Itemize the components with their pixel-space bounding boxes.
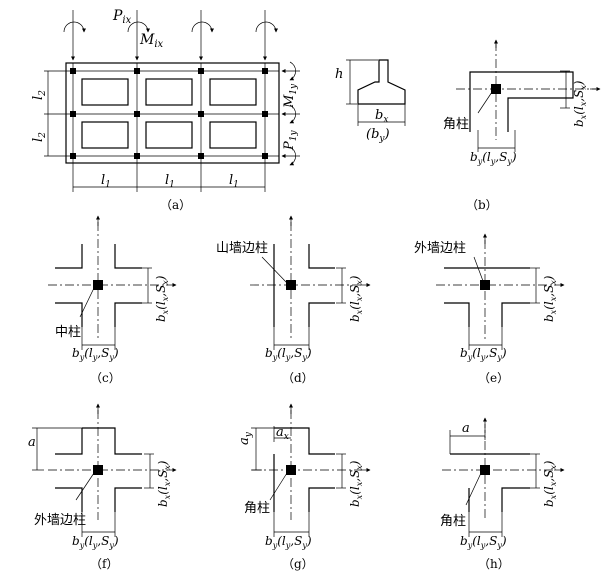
dim-bx-lx-sx: bx(lx,Sx) <box>154 275 170 322</box>
column-node <box>93 465 103 475</box>
caption-f: （f） <box>90 557 118 571</box>
dim-by-ly-sy: by(ly,Sy) <box>460 346 507 362</box>
label-exterior-column: 外墙边柱 <box>414 241 466 256</box>
dim-ax: ax <box>276 425 289 442</box>
corner-wall-outline <box>469 71 574 132</box>
label-M-ix: Mix <box>139 32 164 50</box>
corner-outline <box>273 427 335 512</box>
label-exterior-column: 外墙边柱 <box>34 513 86 528</box>
label-M-1y: M1y <box>282 83 299 109</box>
caption-a: （a） <box>160 198 191 212</box>
dim-a: a <box>462 421 470 436</box>
corner-outline <box>450 453 530 512</box>
dim-by-ly-sy: by(ly,Sy) <box>265 346 312 362</box>
panel-d: 山墙边柱 by(ly,Sy) bx(lx,Sx) （d） <box>216 215 371 385</box>
panel-b: h bx (by) 角柱 by(ly,Sy) bx(lx,Sx) （b） <box>335 39 601 212</box>
label-middle-column: 中柱 <box>55 325 81 340</box>
dim-by-ly-sy: by(ly,Sy) <box>470 150 517 166</box>
cross-outline <box>55 427 142 512</box>
label-P-1y: P1y <box>282 130 299 151</box>
dim-bx: bx <box>375 108 388 125</box>
dim-bx-lx-sx: bx(lx,Sx) <box>542 275 558 322</box>
cross-outline <box>55 244 142 327</box>
dim-by-ly-sy: by(ly,Sy) <box>72 534 119 550</box>
caption-h: （h） <box>478 557 510 571</box>
label-corner-column: 角柱 <box>440 514 466 529</box>
dim-l1: l1 <box>229 173 239 190</box>
opening <box>209 121 257 149</box>
opening <box>81 121 129 149</box>
label-gable-column: 山墙边柱 <box>216 241 268 256</box>
dim-ay: ay <box>237 431 254 445</box>
panel-e: 外墙边柱 by(ly,Sy) bx(lx,Sx) （e） <box>414 233 565 385</box>
label-P-ix: Pix <box>112 8 132 26</box>
caption-d: （d） <box>282 371 314 385</box>
column-node <box>93 280 103 290</box>
dim-bx-lx-sx: bx(lx,Sx) <box>572 80 588 127</box>
column-nodes <box>70 68 268 159</box>
column-node <box>286 280 296 290</box>
dim-bx-lx-sx: bx(lx,Sx) <box>348 460 364 507</box>
panel-f: 外墙边柱 a by(ly,Sy) bx(lx,Sx) （f） <box>28 403 177 571</box>
caption-e: （e） <box>478 371 509 385</box>
caption-b: （b） <box>466 198 498 212</box>
label-corner-column: 角柱 <box>443 117 469 132</box>
label-corner-column: 角柱 <box>244 501 270 516</box>
dim-l1: l1 <box>101 173 111 190</box>
load-arrows <box>63 10 300 166</box>
column-node <box>286 465 296 475</box>
dim-by-ly-sy: by(ly,Sy) <box>265 534 312 550</box>
panel-c: 中柱 by(ly,Sy) bx(lx,Sx) （c） <box>48 215 177 385</box>
dim-by-ly-sy: by(ly,Sy) <box>460 534 507 550</box>
dim-a: a <box>28 435 36 450</box>
caption-g: （g） <box>282 557 314 571</box>
column-node <box>480 465 490 475</box>
panel-g: 角柱 ax ay by(ly,Sy) bx(lx,Sx) （g） <box>237 403 371 571</box>
opening <box>209 78 257 106</box>
gable-wall-outline <box>273 244 335 327</box>
dim-bx-lx-sx: bx(lx,Sx) <box>156 460 172 507</box>
dim-l2-lower: l2 <box>31 132 48 142</box>
opening <box>145 121 193 149</box>
caption-c: （c） <box>90 371 121 385</box>
dim-h: h <box>335 67 343 82</box>
exterior-wall-outline <box>444 267 530 327</box>
dim-l2-upper: l2 <box>31 90 48 100</box>
slab-outline <box>65 62 280 164</box>
dim-bx-lx-sx: bx(lx,Sx) <box>348 275 364 322</box>
dim-l1: l1 <box>165 173 175 190</box>
panel-a: Pix Mix M1y P1y l2 l2 l1 l1 l1 （a） <box>31 8 300 212</box>
dim-by: (by) <box>366 127 390 144</box>
column-node <box>480 280 490 290</box>
t-section <box>357 59 406 105</box>
panel-h: 角柱 a by(ly,Sy) bx(lx,Sx) （h） <box>440 417 565 571</box>
opening <box>81 78 129 106</box>
opening <box>145 78 193 106</box>
dim-by-ly-sy: by(ly,Sy) <box>72 346 119 362</box>
dim-bx-lx-sx: bx(lx,Sx) <box>542 460 558 507</box>
column-node <box>491 84 501 94</box>
